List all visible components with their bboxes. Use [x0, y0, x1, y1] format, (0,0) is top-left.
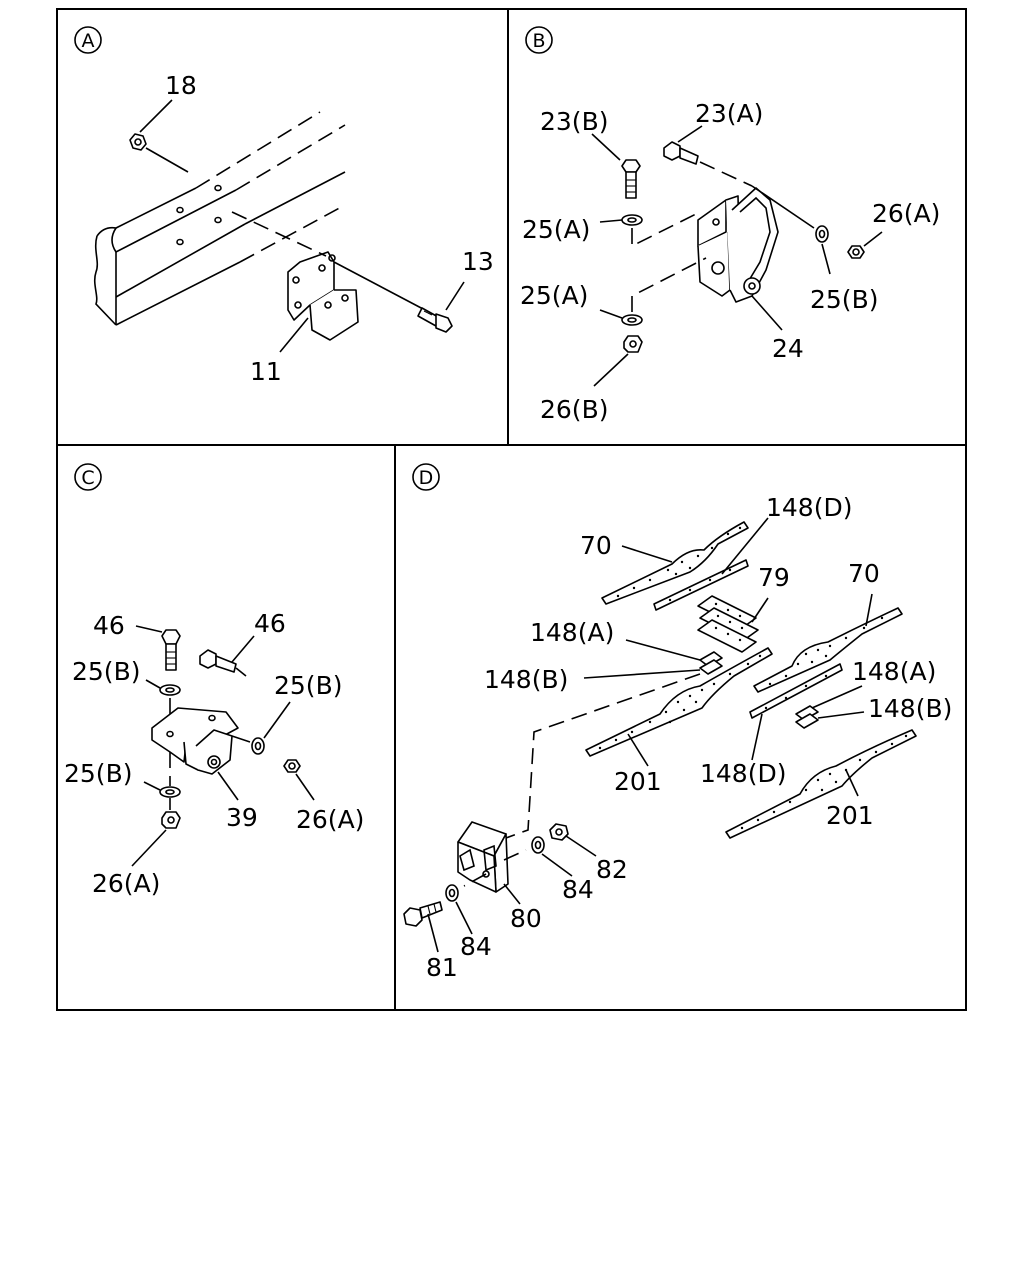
- strap-icon: [585, 647, 773, 767]
- part-label: 39: [226, 803, 258, 832]
- strap-icon: [725, 729, 917, 839]
- part-label: 25(A): [522, 215, 590, 244]
- part-label: 18: [165, 71, 197, 100]
- washer-icon: [143, 752, 181, 798]
- washer-icon: [531, 836, 573, 877]
- part-label: 148(A): [530, 618, 614, 647]
- part-label: 11: [250, 357, 282, 386]
- part-label: 23(A): [695, 99, 763, 128]
- bolt-icon: [663, 125, 753, 187]
- bolt-icon: [199, 635, 255, 677]
- washer-icon: [751, 185, 831, 275]
- svg-text:A: A: [82, 30, 95, 52]
- part-label: 25(B): [64, 759, 132, 788]
- plate-icon: [697, 595, 769, 653]
- bolt-icon: [403, 901, 443, 953]
- washer-icon: [599, 257, 707, 326]
- washer-icon: [251, 701, 291, 755]
- nut-icon: [131, 798, 181, 867]
- plate-icon: [795, 685, 865, 729]
- part-label: 80: [510, 904, 542, 933]
- plate-icon: [583, 659, 723, 679]
- part-label: 82: [596, 855, 628, 884]
- svg-text:C: C: [81, 467, 94, 489]
- part-label: 26(A): [92, 869, 160, 898]
- plate-icon: [625, 639, 723, 667]
- part-label: 148(B): [868, 694, 952, 723]
- assembly-line: [505, 673, 701, 839]
- part-label: 148(A): [852, 657, 936, 686]
- nut-icon: [129, 99, 189, 173]
- panel-a-letter-badge: A: [74, 26, 102, 54]
- strap-icon: [653, 517, 769, 611]
- strap-icon: [601, 521, 749, 605]
- washer-icon: [599, 211, 701, 248]
- washer-icon: [145, 679, 181, 696]
- strap-icon: [749, 663, 843, 761]
- part-label: 26(A): [872, 199, 940, 228]
- panel-c-letter-badge: C: [74, 463, 102, 491]
- part-label: 148(B): [484, 665, 568, 694]
- bolt-icon: [135, 625, 181, 671]
- part-label: 81: [426, 953, 458, 982]
- part-label: 70: [848, 559, 880, 588]
- panel-b-letter-badge: B: [525, 26, 553, 54]
- part-label: 46: [254, 609, 286, 638]
- part-label: 13: [462, 247, 494, 276]
- part-label: 84: [562, 875, 594, 904]
- part-label: 23(B): [540, 107, 608, 136]
- part-label: 25(B): [72, 657, 140, 686]
- part-label: 70: [580, 531, 612, 560]
- strap-icon: [753, 593, 903, 693]
- part-label: 148(D): [766, 493, 852, 522]
- panel-frame: [56, 8, 967, 1011]
- frame-rail: [93, 111, 346, 326]
- nut-icon: [847, 231, 883, 259]
- part-label: 25(B): [810, 285, 878, 314]
- panel-d-letter-badge: D: [412, 463, 440, 491]
- part-label: 84: [460, 932, 492, 961]
- bracket-icon: [151, 698, 251, 801]
- bracket-icon: [231, 211, 426, 353]
- panel-a: A 18: [74, 26, 494, 386]
- washer-icon: [445, 884, 473, 935]
- svg-text:D: D: [419, 467, 434, 489]
- part-label: 26(B): [540, 395, 608, 424]
- bolt-icon: [591, 133, 641, 199]
- part-label: 201: [826, 801, 874, 830]
- panel-b: B 23(B) 23(A) 25(A): [520, 26, 940, 424]
- bolt-icon: [417, 281, 465, 333]
- nut-icon: [593, 335, 643, 387]
- part-label: 24: [772, 334, 804, 363]
- nut-icon: [283, 759, 315, 801]
- panel-c: C 46 46 25(B): [64, 463, 364, 898]
- part-label: 148(D): [700, 759, 786, 788]
- part-label: 46: [93, 611, 125, 640]
- part-label: 25(A): [520, 281, 588, 310]
- svg-text:B: B: [532, 30, 545, 52]
- part-label: 25(B): [274, 671, 342, 700]
- shackle-bracket-icon: [697, 187, 783, 331]
- bracket-icon: [457, 821, 527, 905]
- nut-icon: [549, 823, 597, 857]
- panel-d: D 70 148(D): [403, 463, 952, 982]
- part-label: 26(A): [296, 805, 364, 834]
- part-label: 201: [614, 767, 662, 796]
- part-label: 79: [758, 563, 790, 592]
